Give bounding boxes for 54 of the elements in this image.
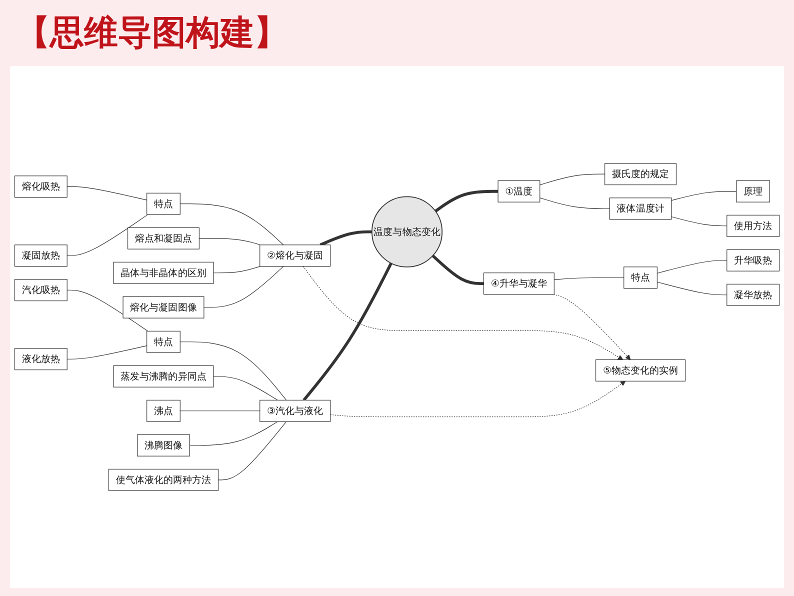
connector bbox=[320, 230, 372, 246]
node-box: 蒸发与沸腾的异同点 bbox=[113, 365, 214, 388]
connector bbox=[671, 216, 728, 226]
connector bbox=[540, 198, 610, 209]
node-box: 凝华放热 bbox=[726, 284, 780, 306]
connector bbox=[213, 376, 278, 400]
connector bbox=[66, 345, 148, 360]
node-box: 凝固放热 bbox=[14, 244, 68, 267]
node-box: 特点 bbox=[624, 266, 658, 289]
connector bbox=[671, 191, 737, 201]
node-box: 摄氏度的规定 bbox=[604, 163, 677, 186]
slide-title: 【思维导图构建】 bbox=[16, 12, 288, 55]
connector bbox=[198, 238, 261, 246]
connector bbox=[180, 342, 287, 400]
node-box: ③汽化与液化 bbox=[260, 400, 331, 422]
node-box: 特点 bbox=[146, 192, 180, 215]
node-box: 使气体液化的两种方法 bbox=[108, 468, 219, 491]
node-box: 原理 bbox=[736, 180, 770, 202]
node-box: 熔化吸热 bbox=[14, 176, 68, 198]
connector bbox=[66, 214, 148, 256]
connector bbox=[434, 190, 498, 212]
connector bbox=[656, 260, 728, 274]
node-box: ①温度 bbox=[498, 180, 540, 202]
node-box: 使用方法 bbox=[726, 214, 780, 237]
node-box: 晶体与非晶体的区别 bbox=[113, 262, 214, 284]
connector bbox=[540, 174, 606, 186]
connector bbox=[66, 290, 148, 332]
connector bbox=[554, 277, 624, 280]
arrow bbox=[330, 380, 626, 418]
arrow bbox=[302, 266, 624, 360]
node-box: ⑤物态变化的实例 bbox=[596, 359, 686, 382]
node-box: 沸点 bbox=[146, 400, 180, 422]
connector bbox=[213, 266, 261, 274]
node-box: 升华吸热 bbox=[726, 249, 780, 272]
node-box: 熔点和凝固点 bbox=[128, 227, 200, 250]
connector bbox=[656, 282, 728, 296]
node-box: 熔化与凝固图像 bbox=[122, 296, 204, 318]
connector bbox=[189, 421, 278, 446]
node-box: ④升华与凝华 bbox=[483, 272, 554, 295]
node-circle: 温度与物态变化 bbox=[371, 196, 443, 268]
connector bbox=[302, 262, 392, 402]
connector bbox=[432, 254, 484, 286]
connector bbox=[218, 421, 287, 480]
connector bbox=[66, 186, 148, 200]
arrow bbox=[553, 294, 631, 360]
connector bbox=[180, 204, 284, 246]
node-box: 特点 bbox=[146, 330, 180, 353]
connector bbox=[180, 410, 260, 412]
connector bbox=[204, 266, 284, 308]
node-box: 液化放热 bbox=[14, 348, 68, 370]
node-box: 液体温度计 bbox=[609, 198, 672, 220]
node-box: 汽化吸热 bbox=[14, 279, 68, 302]
node-box: ②熔化与凝固 bbox=[260, 244, 331, 267]
node-box: 沸腾图像 bbox=[137, 434, 190, 456]
